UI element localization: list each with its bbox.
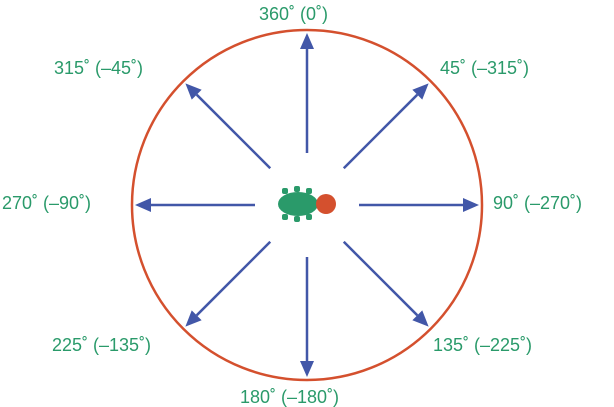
arrow-360 <box>300 33 314 153</box>
arrow-45-shaft <box>342 93 419 170</box>
arrow-180 <box>300 257 314 377</box>
robot <box>278 186 336 222</box>
arrow-90-head <box>463 198 479 212</box>
label-90: 90˚ (–270˚) <box>493 193 583 213</box>
robot-leg <box>306 188 312 194</box>
arrow-225-shaft <box>195 240 272 317</box>
arrow-270 <box>135 198 255 212</box>
arrow-135 <box>342 240 429 327</box>
label-135: 135˚ (–225˚) <box>433 335 533 355</box>
robot-leg <box>294 186 300 192</box>
arrow-315 <box>185 83 272 170</box>
robot-leg <box>294 216 300 222</box>
label-270: 270˚ (–90˚) <box>2 193 92 213</box>
label-225: 225˚ (–135˚) <box>52 335 152 355</box>
label-45: 45˚ (–315˚) <box>440 58 530 78</box>
arrow-315-shaft <box>195 93 272 170</box>
arrow-315-head <box>185 83 202 100</box>
arrow-45 <box>342 83 429 170</box>
robot-head <box>316 194 336 214</box>
arrow-360-head <box>300 33 314 49</box>
label-360: 360˚ (0˚) <box>259 4 329 24</box>
arrow-45-head <box>412 83 429 100</box>
arrows-group <box>135 33 479 377</box>
robot-leg <box>282 214 288 220</box>
arrow-270-head <box>135 198 151 212</box>
robot-leg <box>306 214 312 220</box>
arrow-225-head <box>185 310 202 327</box>
arrow-90 <box>359 198 479 212</box>
robot-leg <box>282 188 288 194</box>
arrow-225 <box>185 240 272 327</box>
arrow-180-head <box>300 361 314 377</box>
boundary-circle <box>130 28 484 382</box>
robot-body <box>278 192 318 216</box>
label-180: 180˚ (–180˚) <box>240 387 340 407</box>
label-315: 315˚ (–45˚) <box>54 58 144 78</box>
arrow-135-shaft <box>342 240 419 317</box>
arrow-135-head <box>412 310 429 327</box>
